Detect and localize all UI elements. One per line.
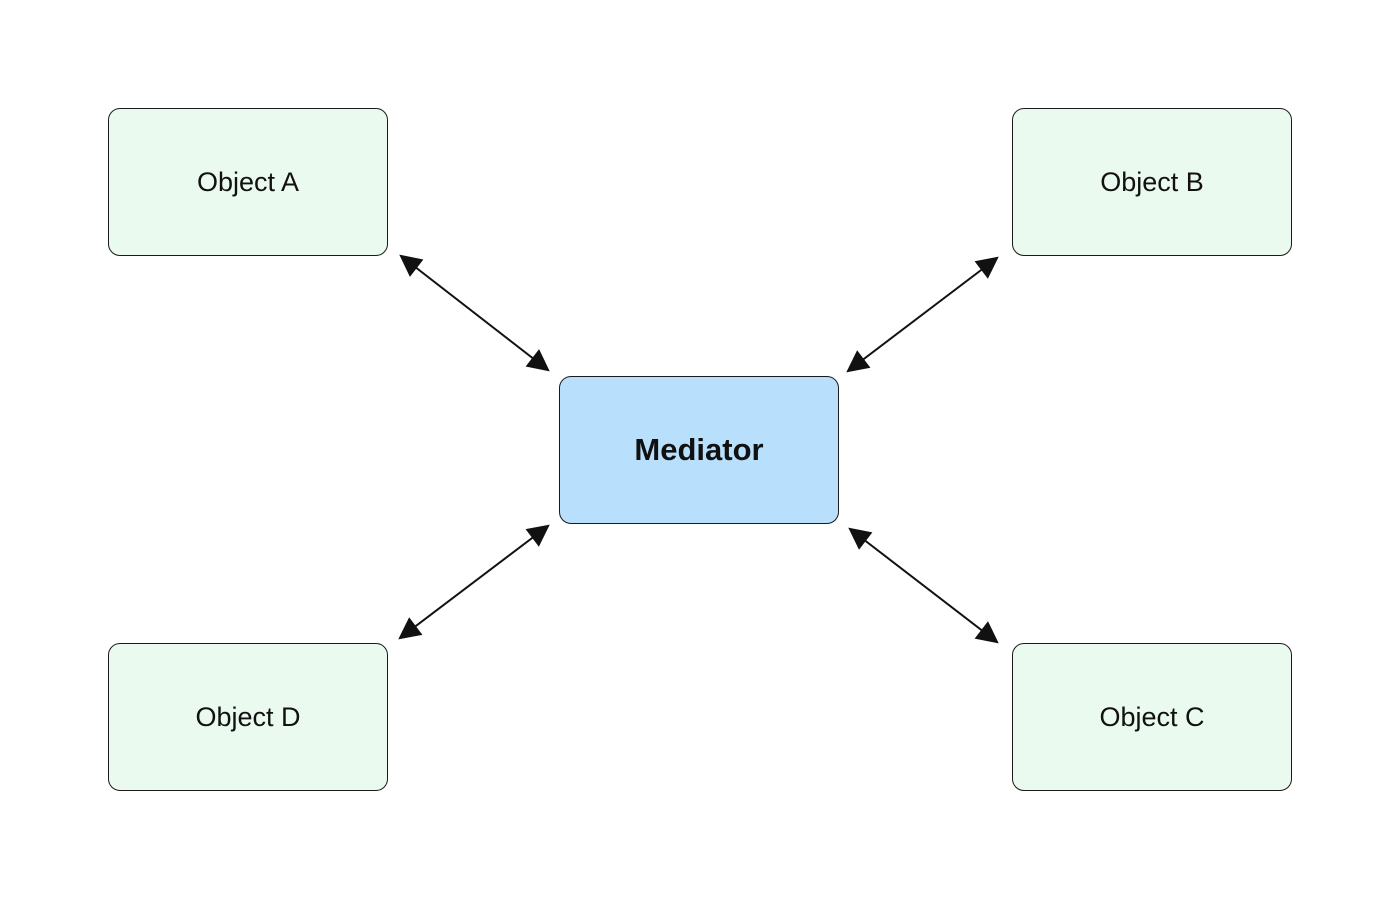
object-b-label: Object B: [1100, 166, 1204, 197]
mediator-label: Mediator: [634, 432, 764, 467]
connector-object-a-mediator: [399, 254, 550, 372]
object-d-label: Object D: [195, 701, 301, 732]
object-c-label: Object C: [1099, 701, 1205, 732]
object-a-label: Object A: [196, 166, 300, 197]
connector-object-d-mediator: [398, 524, 550, 640]
connector-object-b-mediator: [846, 256, 999, 373]
object-d-node[interactable]: Object D: [108, 643, 388, 791]
connector-object-c-mediator: [848, 527, 999, 644]
mediator-node[interactable]: Mediator: [559, 376, 839, 524]
object-b-node[interactable]: Object B: [1012, 108, 1292, 256]
object-a-node[interactable]: Object A: [108, 108, 388, 256]
object-c-node[interactable]: Object C: [1012, 643, 1292, 791]
